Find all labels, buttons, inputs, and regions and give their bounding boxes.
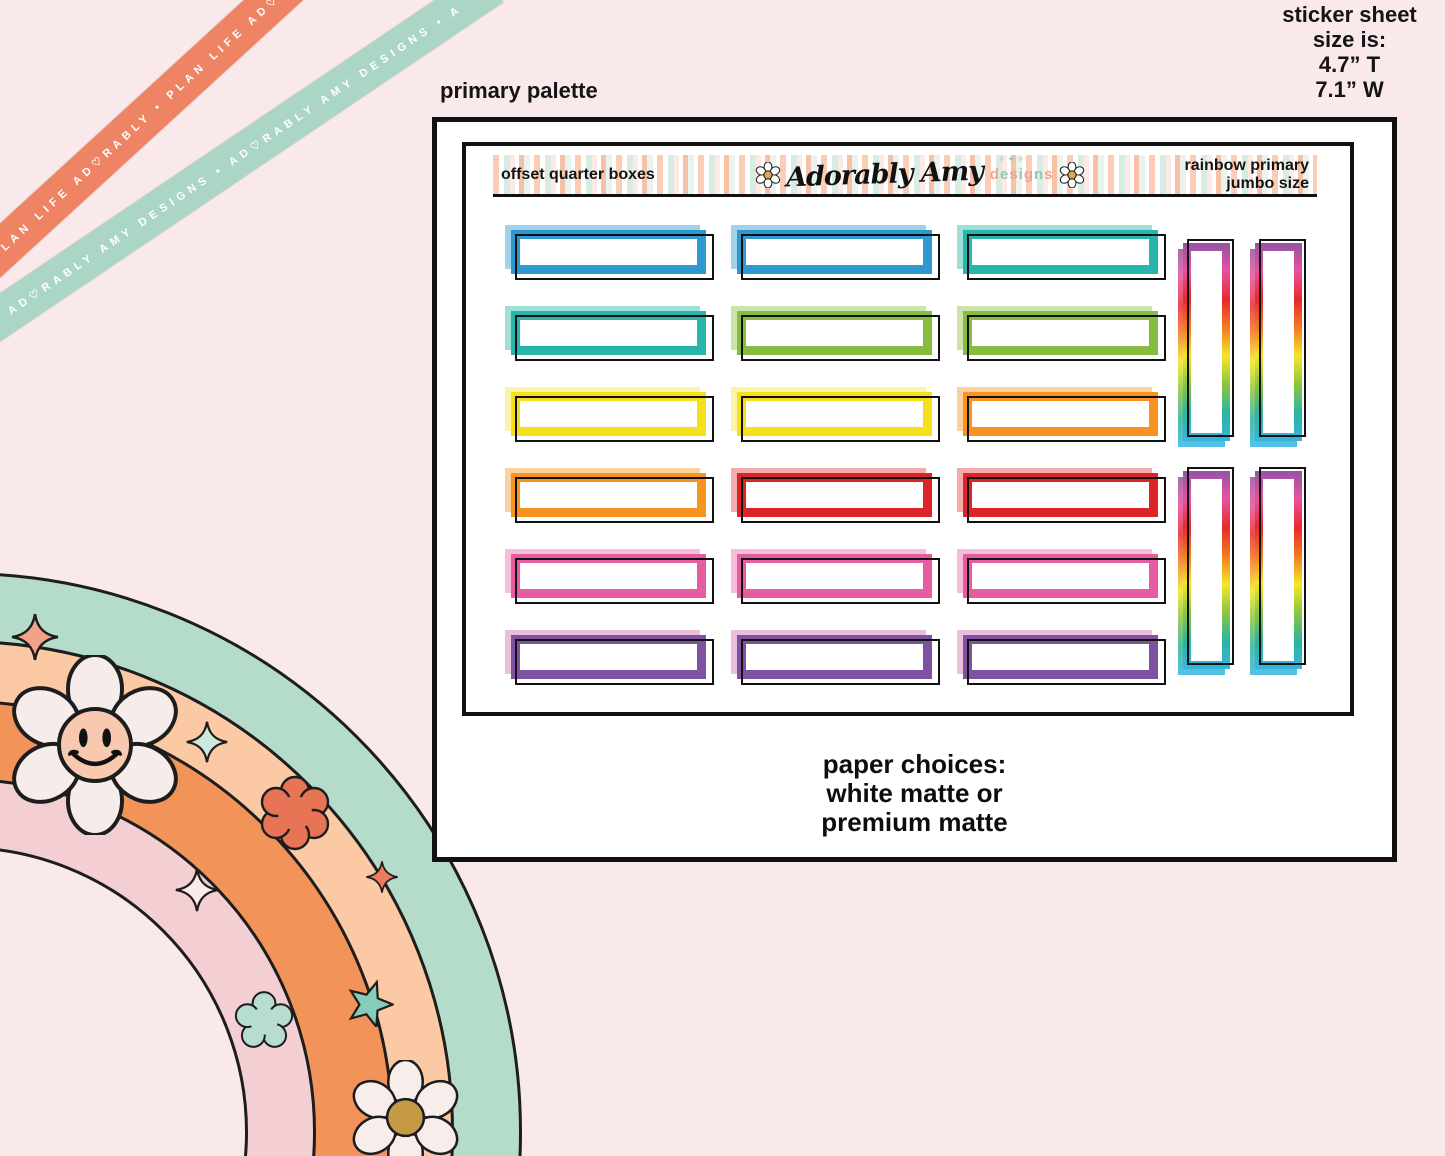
- jumbo-rainbow-sticker: [1250, 467, 1306, 675]
- sticker-diecut-outline: [741, 234, 940, 280]
- quarter-box-sticker-pink: [505, 549, 714, 604]
- quarter-box-sticker-pink: [731, 549, 940, 604]
- sticker-diecut-outline: [967, 315, 1166, 361]
- logo-script-text: Adorably Amy: [785, 155, 984, 194]
- page-title: primary palette: [440, 78, 598, 103]
- jumbo-rainbow-sticker: [1178, 467, 1234, 675]
- sticker-diecut-outline: [515, 234, 714, 280]
- quarter-box-sticker-orange: [505, 468, 714, 523]
- logo-sub-wrap: ✧✦✧ designs: [989, 154, 1054, 184]
- sticker-sheet: offset quarter boxes Adorably Amy: [462, 142, 1354, 716]
- sticker-diecut-outline: [1259, 239, 1306, 437]
- quarter-box-sticker-purple: [505, 630, 714, 685]
- sticker-white-center: [1263, 479, 1294, 661]
- palette-size-label: rainbow primary jumbo size: [1185, 157, 1309, 193]
- sticker-diecut-outline: [515, 477, 714, 523]
- quarter-box-sticker-yellow: [505, 387, 714, 442]
- sticker-diecut-outline: [967, 558, 1166, 604]
- sticker-white-center: [1191, 479, 1222, 661]
- smiley-daisy-icon: [12, 655, 178, 835]
- product-mockup-frame: offset quarter boxes Adorably Amy: [432, 117, 1397, 862]
- quarter-box-sticker-green: [957, 306, 1166, 361]
- quarter-box-sticker-pink: [957, 549, 1166, 604]
- sticker-colored-frame: [737, 230, 932, 274]
- quarter-box-sticker-orange: [957, 387, 1166, 442]
- quarter-box-sticker-purple: [957, 630, 1166, 685]
- sticker-diecut-outline: [515, 396, 714, 442]
- quarter-box-sticker-yellow: [731, 387, 940, 442]
- quarter-box-sticker-purple: [731, 630, 940, 685]
- sticker-gradient-frame: [1183, 471, 1230, 669]
- sticker-white-center: [1263, 251, 1294, 433]
- sticker-diecut-outline: [1259, 467, 1306, 665]
- quarter-box-sticker-red: [731, 468, 940, 523]
- teal-star-icon: [348, 979, 394, 1027]
- sticker-white-center: [1191, 251, 1222, 433]
- paper-note-line: paper choices:: [822, 749, 1007, 779]
- mint-flower-icon: [234, 991, 294, 1048]
- palette-label-line: jumbo size: [1226, 174, 1309, 192]
- jumbo-rainbow-sticker: [1178, 239, 1234, 447]
- sticker-diecut-outline: [967, 639, 1166, 685]
- quarter-box-sticker-green: [731, 306, 940, 361]
- sticker-diecut-outline: [515, 639, 714, 685]
- logo-designs-text: designs: [989, 165, 1054, 183]
- quarter-box-sticker-blue: [731, 225, 940, 280]
- sticker-diecut-outline: [741, 315, 940, 361]
- quarter-box-sticker-teal: [505, 306, 714, 361]
- daisy-icon: [1059, 161, 1084, 188]
- sticker-colored-frame: [737, 311, 932, 355]
- sticker-diecut-outline: [741, 477, 940, 523]
- coral-flower-icon: [260, 775, 330, 851]
- sticker-diecut-outline: [967, 477, 1166, 523]
- sticker-diecut-outline: [967, 234, 1166, 280]
- sticker-diecut-outline: [1187, 467, 1234, 665]
- white-sparkle-icon: [175, 868, 219, 912]
- sticker-gradient-frame: [1255, 471, 1302, 669]
- paper-note-line: white matte or: [826, 778, 1003, 808]
- size-note-line: sticker sheet: [1282, 2, 1417, 27]
- sticker-diecut-outline: [515, 315, 714, 361]
- paper-choices-note: paper choices: white matte or premium ma…: [437, 750, 1392, 837]
- quarter-box-sticker-red: [957, 468, 1166, 523]
- sticker-sheet-size-note: sticker sheet size is: 4.7” T 7.1” W: [1262, 2, 1437, 102]
- sticker-gradient-frame: [1183, 243, 1230, 441]
- sticker-gradient-frame: [1255, 243, 1302, 441]
- quarter-box-sticker-blue: [505, 225, 714, 280]
- sticker-diecut-outline: [741, 396, 940, 442]
- quarter-box-sticker-teal: [957, 225, 1166, 280]
- sheet-name-label: offset quarter boxes: [501, 165, 655, 183]
- sticker-diecut-outline: [1187, 239, 1234, 437]
- salmon-sparkle-icon: [11, 613, 59, 661]
- gold-center-daisy-icon: [352, 1060, 459, 1156]
- size-note-line: 4.7” T: [1318, 52, 1381, 77]
- sticker-sheet-header: offset quarter boxes Adorably Amy: [493, 154, 1317, 197]
- sticker-diecut-outline: [967, 396, 1166, 442]
- sparkles-icon: ✧✦✧: [997, 153, 1027, 164]
- size-note-line: 7.1” W: [1315, 77, 1384, 102]
- mint-sparkle-icon: [186, 721, 228, 763]
- size-note-line: size is:: [1312, 27, 1387, 52]
- palette-label-line: rainbow primary: [1184, 156, 1309, 174]
- paper-note-line: premium matte: [821, 807, 1008, 837]
- sticker-diecut-outline: [741, 639, 940, 685]
- daisy-icon: [755, 161, 780, 188]
- jumbo-rainbow-sticker: [1250, 239, 1306, 447]
- sticker-diecut-outline: [741, 558, 940, 604]
- adorably-amy-logo: Adorably Amy ✧✦✧ designs: [755, 154, 1085, 193]
- coral-sparkle-icon: [366, 861, 398, 893]
- sticker-diecut-outline: [515, 558, 714, 604]
